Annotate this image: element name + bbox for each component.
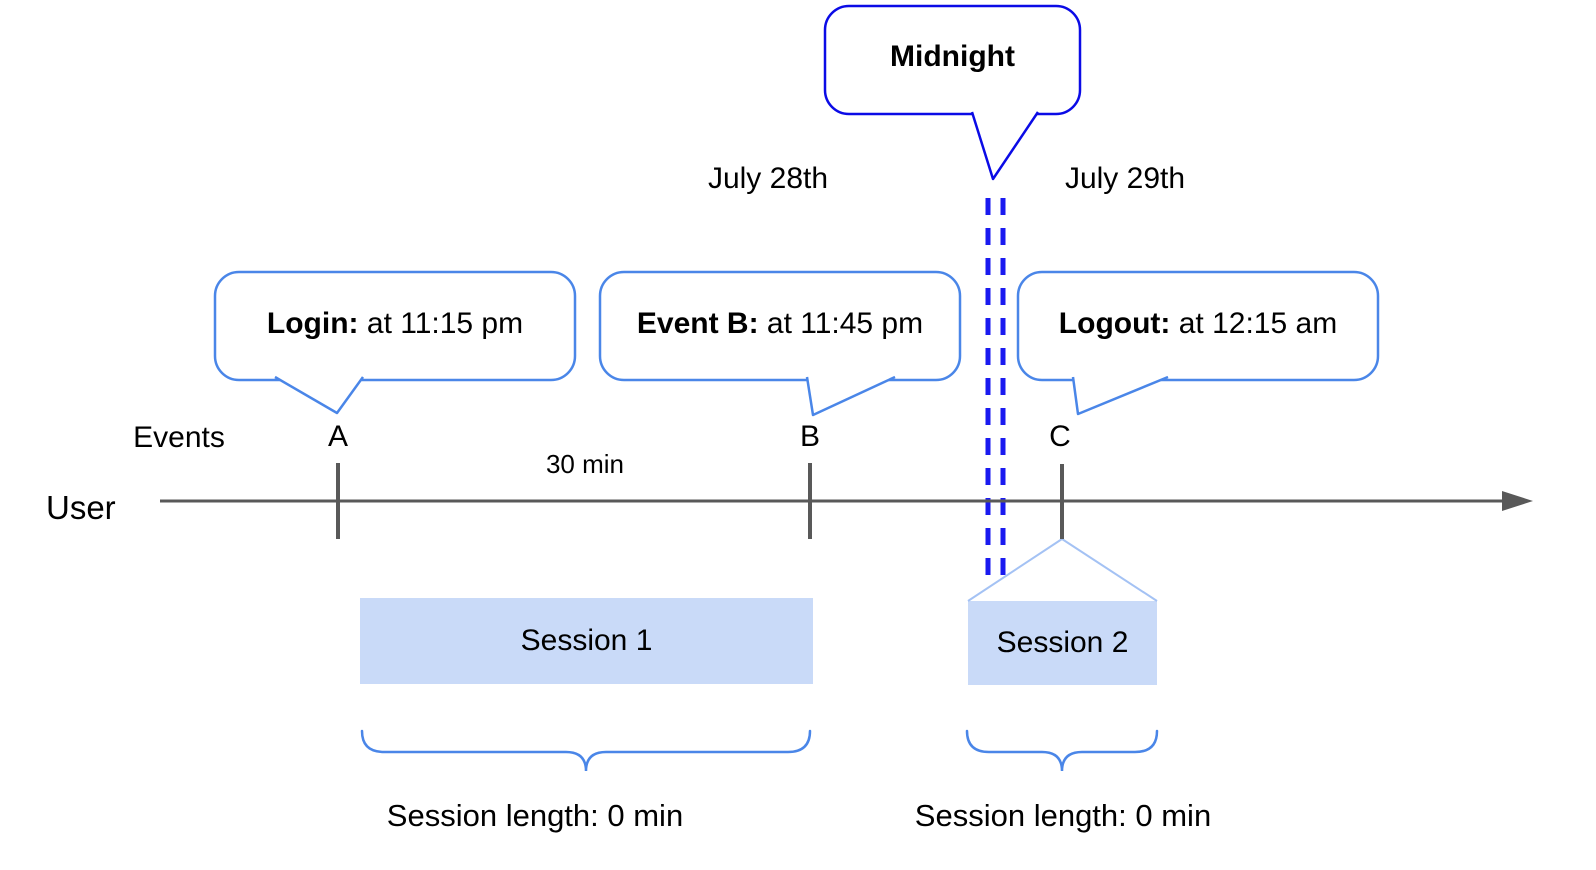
session-2-funnel-connector bbox=[967, 537, 1158, 602]
user-axis-label: User bbox=[46, 489, 116, 526]
session-1-length-brace bbox=[360, 729, 812, 772]
session-2-bar bbox=[968, 601, 1157, 685]
logout-bubble-label: Logout: bbox=[1058, 307, 1171, 340]
event-marker-b: B bbox=[799, 420, 820, 453]
event-b-bubble bbox=[598, 270, 962, 382]
event-b-bubble-tail bbox=[805, 375, 896, 417]
session-1-bar bbox=[360, 598, 813, 684]
midnight-bubble bbox=[823, 4, 1082, 116]
date-july-29-label: July 29th bbox=[1064, 162, 1186, 195]
login-bubble-tail bbox=[274, 375, 365, 415]
logout-bubble-tail bbox=[1071, 375, 1169, 416]
event-b-bubble-time: at 11:45 pm bbox=[758, 307, 924, 340]
logout-bubble-time: at 12:15 am bbox=[1170, 307, 1338, 340]
logout-bubble bbox=[1016, 270, 1380, 382]
login-bubble-time: at 11:15 pm bbox=[358, 307, 524, 340]
event-marker-a: A bbox=[327, 420, 348, 453]
login-bubble bbox=[213, 270, 577, 382]
logout-bubble-text: Logout: at 12:15 am bbox=[1018, 307, 1378, 341]
login-bubble-text: Login: at 11:15 pm bbox=[215, 307, 575, 341]
midnight-label: Midnight bbox=[890, 40, 1015, 73]
session-1-length-label: Session length: 0 min bbox=[386, 798, 684, 833]
midnight-bubble-tail bbox=[970, 111, 1040, 181]
session-2-length-brace bbox=[965, 729, 1159, 772]
session-2-length-label: Session length: 0 min bbox=[914, 798, 1212, 833]
interval-30min-label: 30 min bbox=[545, 449, 625, 479]
event-b-bubble-label: Event B: bbox=[636, 307, 759, 340]
login-bubble-label: Login: bbox=[266, 307, 359, 340]
timeline-arrowhead-icon bbox=[1502, 491, 1533, 511]
session-2-label: Session 2 bbox=[996, 626, 1129, 659]
event-b-bubble-text: Event B: at 11:45 pm bbox=[600, 307, 960, 341]
date-july-28-label: July 28th bbox=[707, 162, 829, 195]
event-marker-c: C bbox=[1049, 420, 1071, 453]
events-row-label: Events bbox=[133, 421, 225, 454]
session-1-label: Session 1 bbox=[520, 624, 653, 657]
